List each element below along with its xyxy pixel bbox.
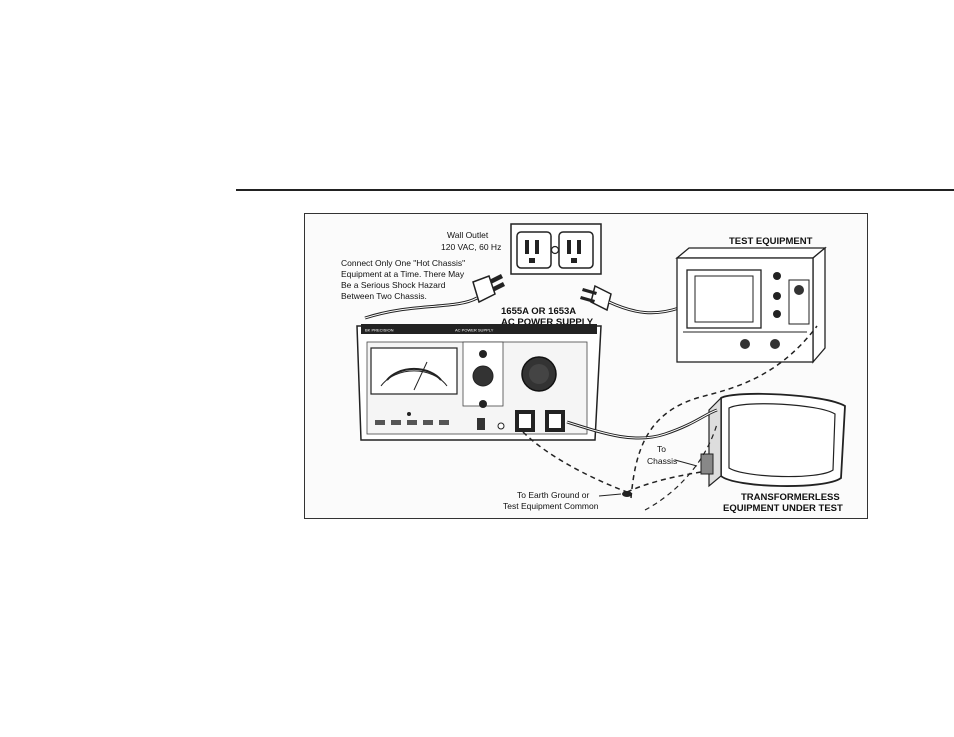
warning-line-1: Connect Only One "Hot Chassis" (341, 258, 465, 268)
earth-ground-label-1: To Earth Ground or (517, 490, 589, 500)
test-equipment-plug-icon (580, 286, 611, 310)
diagram-svg: Wall Outlet 120 VAC, 60 Hz Connect Only … (305, 214, 869, 520)
connection-diagram: Wall Outlet 120 VAC, 60 Hz Connect Only … (304, 213, 868, 519)
earth-ground-label-2: Test Equipment Common (503, 501, 599, 511)
wall-outlet (511, 224, 601, 274)
to-chassis-label-2: Chassis (647, 456, 677, 466)
warning-line-4: Between Two Chassis. (341, 291, 427, 301)
supply-model-label: 1655A OR 1653A (501, 306, 576, 317)
panel-brand: BK PRECISION (365, 328, 394, 333)
test-equipment-label: TEST EQUIPMENT (729, 236, 813, 247)
supply-plug-icon (473, 274, 505, 302)
horizontal-rule (236, 189, 954, 191)
test-equipment (677, 248, 825, 362)
wall-outlet-label-1: Wall Outlet (447, 230, 489, 240)
eut-label-1: TRANSFORMERLESS (741, 492, 840, 503)
to-chassis-label-1: To (657, 444, 666, 454)
ac-power-supply: BK PRECISION AC POWER SUPPLY (357, 324, 601, 440)
warning-line-2: Equipment at a Time. There May (341, 269, 465, 279)
eut-label-2: EQUIPMENT UNDER TEST (723, 503, 843, 514)
wall-outlet-label-2: 120 VAC, 60 Hz (441, 242, 501, 252)
warning-line-3: Be a Serious Shock Hazard (341, 280, 446, 290)
equipment-under-test (701, 394, 845, 486)
panel-title: AC POWER SUPPLY (455, 328, 494, 333)
